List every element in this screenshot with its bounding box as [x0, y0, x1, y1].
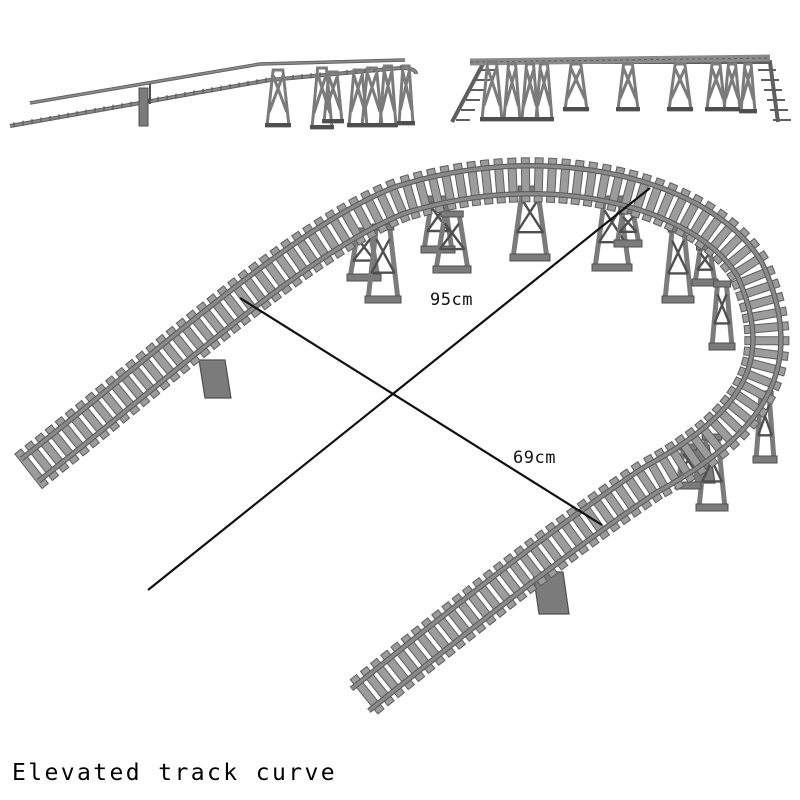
trestle-bracing: [618, 216, 638, 234]
trestle-base: [661, 295, 695, 304]
trestle-base: [695, 503, 729, 512]
low-support: [198, 359, 232, 399]
trestle-base: [752, 455, 778, 464]
trestle-frame: [709, 282, 735, 350]
front-trestle-base: [705, 107, 727, 111]
track-rail: [37, 192, 755, 691]
front-trestle-base: [520, 117, 540, 121]
trestle-support: [432, 210, 472, 274]
trestle-bracing: [667, 239, 689, 275]
trestle-bracing: [713, 293, 731, 325]
front-trestle-base: [563, 107, 589, 111]
side-trestle-base: [310, 125, 334, 129]
dimension-lines: [147, 187, 651, 591]
trestle-bracing: [696, 252, 714, 271]
front-trestle: [616, 62, 640, 112]
width-dimension-label: 69cm: [513, 448, 556, 468]
side-view-thumbnail: [9, 58, 418, 130]
front-trestle: [722, 62, 742, 112]
side-trestle-base: [347, 123, 369, 127]
trestle-frame: [365, 225, 401, 303]
front-trestle: [563, 62, 589, 112]
trestle-base: [613, 239, 643, 248]
track-rail: [20, 164, 783, 713]
width-dimension-line: [239, 297, 603, 526]
trestle-base: [509, 253, 551, 262]
support-block: [198, 359, 232, 399]
track-sleeper: [744, 336, 790, 346]
front-trestle-base: [616, 107, 640, 111]
trestle-cap: [440, 210, 464, 218]
side-trestle-base: [322, 119, 344, 123]
trestle-bracing: [516, 199, 544, 234]
trestle-base: [364, 295, 402, 304]
track-sleeper: [507, 157, 519, 203]
trestle-frame: [662, 227, 694, 303]
side-rail-upper: [29, 59, 406, 104]
main-track-curve: [14, 157, 790, 715]
trestle-base: [346, 273, 382, 282]
trestle-base: [591, 263, 633, 272]
track-sleeper: [533, 157, 544, 203]
front-track-sleepers: [469, 57, 771, 63]
track-sleeper: [545, 157, 558, 204]
side-trestle-base: [397, 121, 415, 125]
track-sleeper: [520, 157, 531, 203]
front-trestle-base: [722, 107, 742, 111]
trestle-bracing: [438, 222, 466, 251]
trestle-bracing: [370, 238, 396, 274]
front-trestle: [705, 62, 727, 112]
front-trestle-base: [667, 107, 693, 111]
trestle-base: [708, 342, 736, 351]
front-trestle-base: [502, 117, 522, 121]
front-trestle-base: [480, 117, 504, 121]
side-trestle-base: [265, 123, 291, 127]
side-trestle: [397, 64, 415, 126]
side-trestle-base: [378, 123, 398, 127]
length-dimension-line: [147, 187, 651, 591]
trestle-support: [708, 280, 736, 351]
front-view-thumbnail: [450, 54, 791, 123]
side-post: [138, 87, 149, 127]
track-rail-shadow: [19, 163, 784, 713]
product-caption: Elevated track curve: [12, 760, 337, 786]
front-trestle: [667, 62, 693, 112]
side-rail-upper: [29, 58, 406, 105]
front-trestle: [739, 62, 757, 114]
front-trestle-base: [739, 109, 757, 113]
front-trestle: [502, 62, 522, 122]
side-trestle-base: [360, 123, 384, 127]
trestle-cap: [713, 280, 731, 288]
front-trestle-base: [534, 117, 554, 121]
length-dimension-label: 95cm: [430, 290, 473, 310]
trestle-base: [432, 265, 472, 274]
